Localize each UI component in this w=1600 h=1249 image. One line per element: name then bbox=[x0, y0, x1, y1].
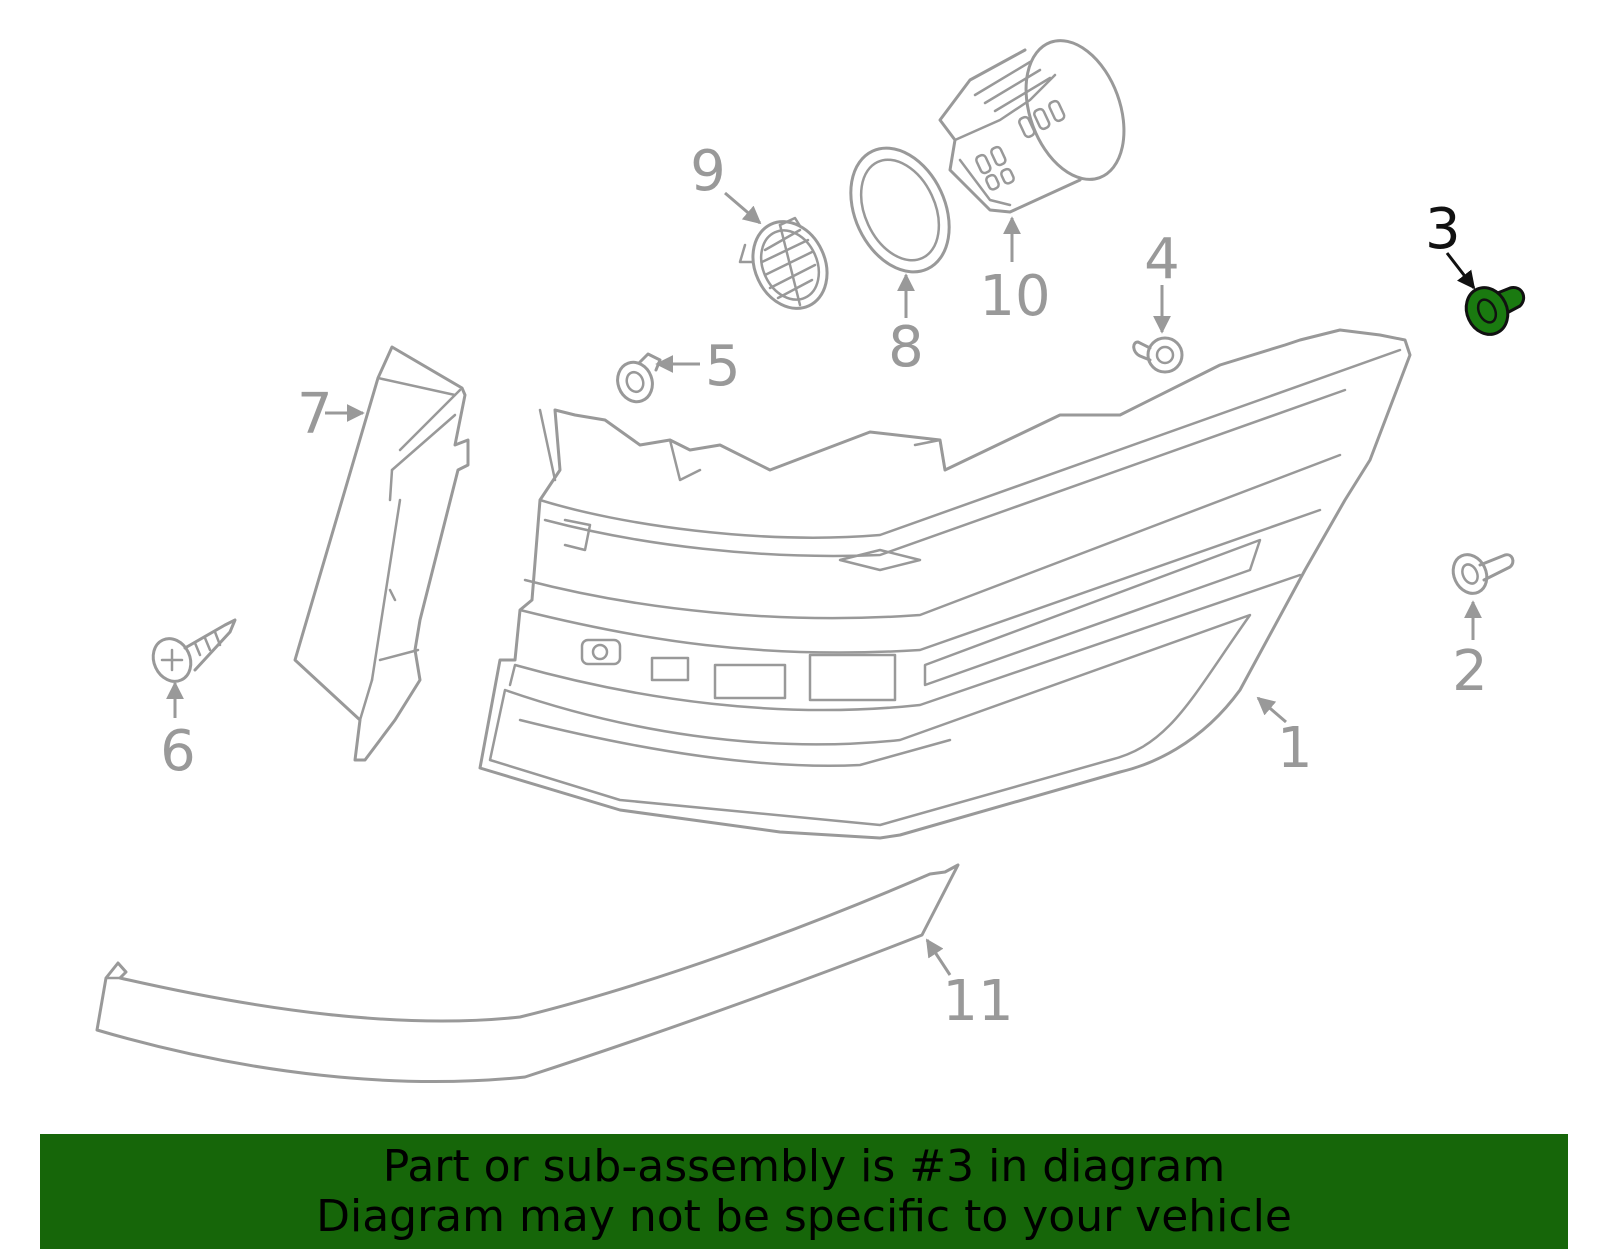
leader-9 bbox=[724, 191, 762, 225]
callout-5: 5 bbox=[705, 334, 741, 399]
info-banner: Part or sub-assembly is #3 in diagram Di… bbox=[40, 1134, 1568, 1249]
banner-line-2: Diagram may not be specific to your vehi… bbox=[316, 1190, 1292, 1242]
callout-7: 7 bbox=[297, 382, 333, 447]
leader-1 bbox=[1256, 696, 1287, 724]
callout-11: 11 bbox=[942, 969, 1013, 1034]
part-1-tail-lamp bbox=[478, 328, 1412, 840]
part-6-screw bbox=[151, 618, 237, 683]
callout-4: 4 bbox=[1144, 227, 1180, 292]
part-11-trim-strip bbox=[95, 863, 960, 1083]
leader-3 bbox=[1445, 252, 1476, 290]
part-7-bracket bbox=[293, 345, 470, 762]
leader-11 bbox=[925, 938, 952, 976]
callout-2: 2 bbox=[1452, 639, 1488, 704]
callout-10: 10 bbox=[979, 264, 1050, 329]
part-8-gasket bbox=[849, 146, 951, 274]
callout-6: 6 bbox=[160, 719, 196, 784]
callout-9: 9 bbox=[690, 139, 726, 204]
part-9-vent-cap bbox=[738, 216, 829, 310]
part-3-nut-highlighted bbox=[1464, 286, 1526, 336]
callout-1: 1 bbox=[1277, 716, 1313, 781]
banner-line-1: Part or sub-assembly is #3 in diagram bbox=[382, 1140, 1226, 1192]
part-10-socket bbox=[938, 39, 1126, 214]
callout-3: 3 bbox=[1425, 197, 1461, 262]
callout-8: 8 bbox=[888, 315, 924, 380]
part-5-clip bbox=[616, 352, 662, 404]
part-2-bolt bbox=[1451, 553, 1515, 595]
part-4-nut bbox=[1132, 336, 1184, 374]
